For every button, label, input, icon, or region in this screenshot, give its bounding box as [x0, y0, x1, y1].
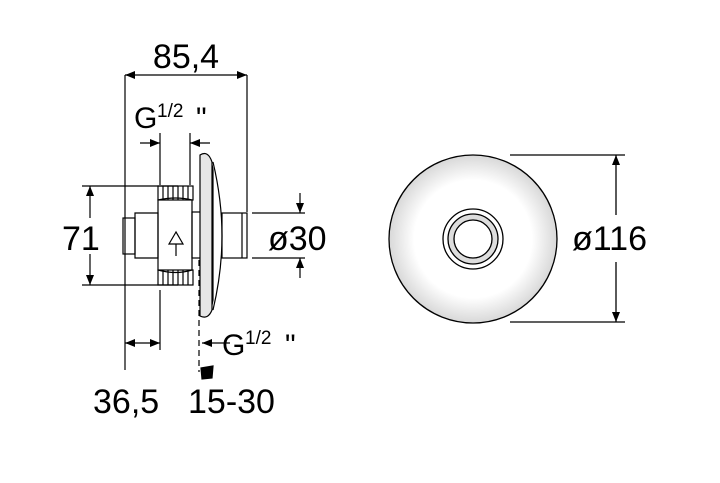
label-thread-bottom: G 1/2 " — [222, 328, 296, 362]
label-button-diameter: ø30 — [268, 220, 327, 258]
label-thread-top: G 1/2 " — [134, 101, 207, 135]
label-thread-top-letter: G — [134, 102, 157, 135]
label-thread-bottom-fraction: 1/2 — [245, 328, 271, 349]
valve-bottom-nut — [157, 269, 194, 286]
label-thread-bottom-letter: G — [222, 329, 245, 362]
push-button-front — [453, 219, 493, 259]
label-wall-range: 15-30 — [188, 383, 275, 421]
valve-top-nut — [157, 185, 194, 201]
label-thread-bottom-quote: " — [285, 329, 296, 362]
label-height: 71 — [62, 220, 100, 258]
label-thread-top-quote: " — [196, 102, 207, 135]
flow-arrow-icon — [167, 230, 185, 245]
valve-body-center — [157, 197, 193, 274]
valve-body-left — [134, 212, 159, 259]
wall-thickness-icon — [200, 365, 214, 380]
label-plate-diameter: ø116 — [572, 220, 647, 258]
front-view — [388, 154, 625, 324]
label-thread-top-fraction: 1/2 — [157, 101, 183, 122]
label-body-offset: 36,5 — [93, 383, 159, 421]
cover-plate-face — [199, 152, 213, 318]
side-view — [82, 71, 305, 380]
cover-plate-curve — [212, 161, 223, 311]
label-overall-depth: 85,4 — [153, 38, 219, 76]
push-button-side — [221, 212, 248, 259]
